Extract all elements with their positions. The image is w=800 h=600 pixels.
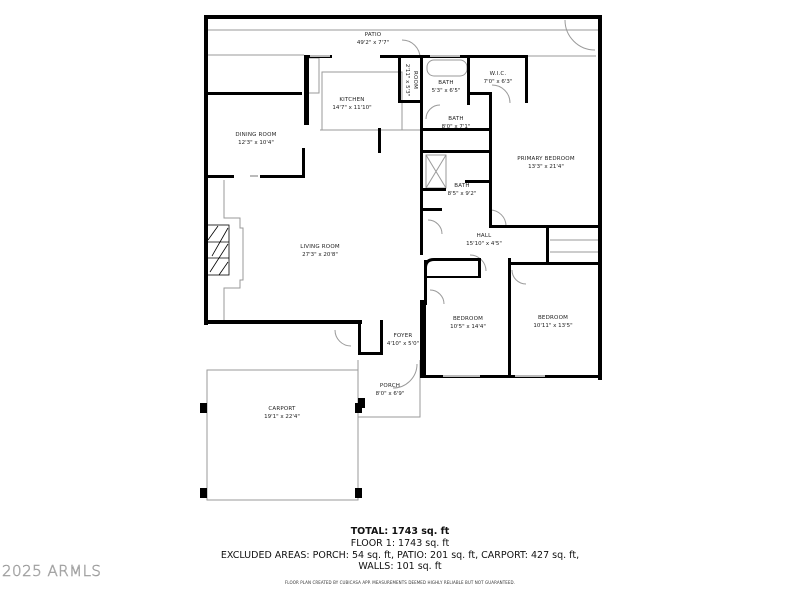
room-name: BATH (454, 183, 470, 189)
room-name: KITCHEN (339, 97, 365, 103)
room-dims: 10'11" x 13'5" (533, 323, 573, 329)
room-dims: 10'5" x 14'4" (450, 324, 486, 330)
room-name: FOYER (393, 333, 413, 339)
room-name: HALL (476, 233, 492, 239)
room-name: BEDROOM (537, 315, 569, 321)
room-dims: 15'10" x 4'5" (466, 241, 502, 247)
room-dims: 12'3" x 10'4" (238, 140, 274, 146)
room-name: PRIMARY BEDROOM (517, 156, 575, 162)
room-name: LIVING ROOM (300, 244, 340, 250)
room-label-room: ROOM 2'11" x 5'3" (403, 64, 419, 96)
room-dims: 5'3" x 6'5" (431, 88, 461, 94)
room-name: CARPORT (268, 406, 296, 412)
room-label-dining: DINING ROOM 12'3" x 10'4" (235, 131, 276, 147)
disclaimer: FLOOR PLAN CREATED BY CUBICASA APP. MEAS… (284, 579, 516, 585)
room-name: PORCH (379, 383, 401, 389)
room-name: DINING ROOM (235, 132, 277, 138)
walls-area: WALLS: 101 sq. ft (358, 561, 442, 572)
room-dims: 13'3" x 21'4" (528, 164, 564, 170)
room-name: BATH (448, 116, 464, 122)
watermark: 2025 ARMLS (2, 562, 102, 581)
room-name: W.I.C. (489, 71, 507, 77)
room-name: ROOM (412, 70, 418, 90)
room-dims: 8'5" x 9'2" (447, 191, 477, 197)
room-label-bath-2: BATH 8'0" x 7'1" (442, 115, 471, 131)
room-dims: 19'1" x 22'4" (264, 414, 300, 420)
room-dims: 8'0" x 6'9" (375, 391, 405, 397)
floor1-area: FLOOR 1: 1743 sq. ft (350, 538, 450, 549)
excluded-areas: EXCLUDED AREAS: PORCH: 54 sq. ft, PATIO:… (220, 549, 580, 561)
walls (200, 15, 602, 498)
room-dims: 8'0" x 7'1" (441, 124, 471, 130)
room-label-porch: PORCH 8'0" x 6'9" (376, 382, 405, 398)
fireplace-icon (206, 224, 230, 276)
room-name: BEDROOM (452, 316, 484, 322)
room-dims: 2'11" x 5'3" (404, 63, 410, 97)
windows (250, 55, 545, 377)
room-name: BATH (438, 80, 454, 86)
room-label-bedroom-1: BEDROOM 10'5" x 14'4" (450, 315, 486, 331)
room-label-wic: W.I.C. 7'0" x 6'3" (484, 70, 513, 86)
room-label-foyer: FOYER 4'10" x 5'0" (387, 332, 419, 348)
room-label-hall: HALL 15'10" x 4'5" (466, 232, 502, 248)
room-label-living-room: LIVING ROOM 27'3" x 20'8" (300, 243, 340, 259)
room-dims: 4'10" x 5'0" (386, 341, 420, 347)
room-label-bath-3: BATH 8'5" x 9'2" (448, 182, 477, 198)
room-dims: 14'7" x 11'10" (332, 105, 372, 111)
room-label-carport: CARPORT 19'1" x 22'4" (264, 405, 300, 421)
room-label-primary-bedroom: PRIMARY BEDROOM 13'3" x 21'4" (517, 155, 575, 171)
room-dims: 49'2" x 7'7" (356, 40, 390, 46)
room-dims: 7'0" x 6'3" (483, 79, 513, 85)
area-summary: TOTAL: 1743 sq. ft FLOOR 1: 1743 sq. ft … (0, 526, 800, 587)
room-label-bedroom-2: BEDROOM 10'11" x 13'5" (533, 314, 572, 330)
room-name: PATIO (364, 32, 382, 38)
room-label-kitchen: KITCHEN 14'7" x 11'10" (332, 96, 371, 112)
room-label-bath-1: BATH 5'3" x 6'5" (432, 79, 461, 95)
total-area: TOTAL: 1743 sq. ft (350, 526, 450, 537)
room-label-patio: PATIO 49'2" x 7'7" (357, 31, 389, 47)
room-dims: 27'3" x 20'8" (302, 252, 338, 258)
